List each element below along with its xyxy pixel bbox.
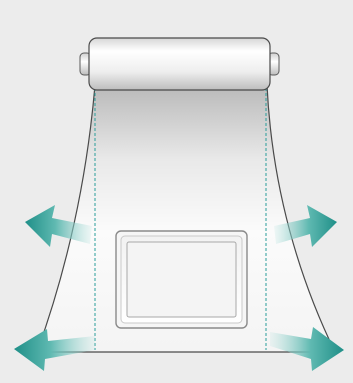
label-area: [115, 230, 248, 329]
arrow-lower-right-icon: [270, 327, 344, 371]
arrow-upper-left-icon: [25, 205, 92, 247]
arrow-lower-left-icon: [14, 329, 95, 371]
roll-body: [88, 37, 271, 91]
arrow-upper-right-icon: [274, 205, 337, 247]
film-roll: [79, 37, 280, 91]
